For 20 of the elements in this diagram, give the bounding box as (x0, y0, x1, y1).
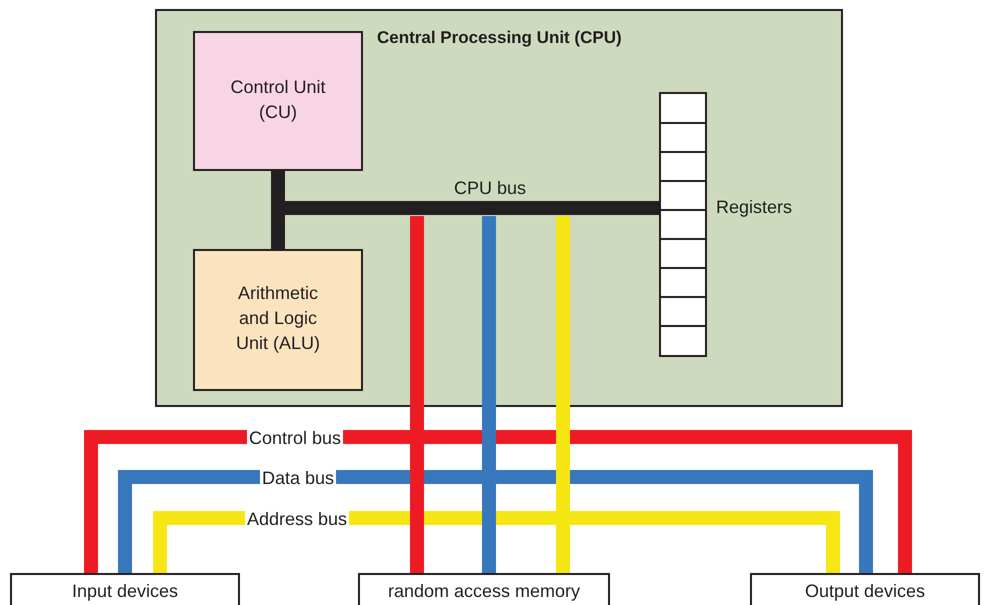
alu-box (193, 249, 363, 391)
bus-line (482, 216, 496, 573)
register-label: Registers (715, 197, 794, 217)
unit-label: Arithmetic and Logic Unit (ALU) (234, 282, 321, 355)
register-stack (659, 92, 707, 357)
device-label: Output devices (804, 580, 926, 603)
edge-label: CPU bus (453, 178, 528, 198)
bus-line (118, 470, 873, 573)
cpu-container (155, 9, 843, 407)
bus-line (410, 216, 424, 573)
output-devices-box (750, 573, 980, 605)
memory-label: random access memory (386, 580, 582, 603)
bus-line (84, 430, 912, 573)
input-devices-box (10, 573, 240, 605)
container-title: Central Processing Unit (CPU) (377, 27, 623, 49)
control-unit-box (193, 31, 363, 171)
bus-line (556, 216, 570, 573)
device-label: Input devices (70, 580, 180, 603)
memory-box (358, 573, 610, 605)
unit-label: Control Unit (CU) (229, 76, 327, 124)
